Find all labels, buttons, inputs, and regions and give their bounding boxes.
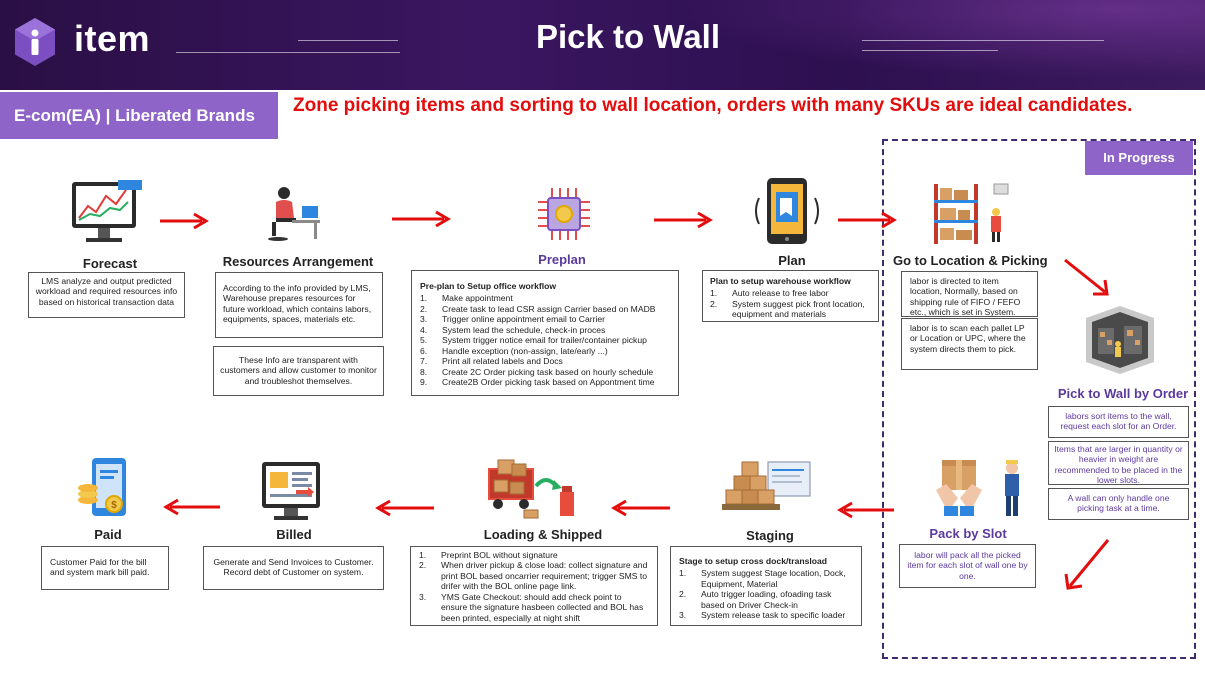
list-item: 1.Make appointment — [420, 293, 513, 304]
header-divider — [298, 40, 398, 41]
flow-arrow — [163, 498, 220, 516]
list-item: 9.Create2B Order picking task based on A… — [420, 377, 655, 388]
staging-box-title: Stage to setup cross dock/transload — [679, 556, 828, 566]
preplan-box-title: Pre-plan to Setup office workflow — [420, 281, 557, 291]
pick-to-wall-sort-note: labors sort items to the wall, request e… — [1048, 406, 1189, 438]
packing-worker-icon — [936, 460, 1019, 516]
flow-arrow — [654, 211, 713, 229]
loading-steps-box: 1.Preprint BOL without signature 2. When… — [410, 546, 658, 626]
step-label-go-to-location: Go to Location & Picking — [893, 253, 1048, 268]
item-logo-icon — [15, 18, 55, 66]
plan-steps-list: 1.Auto release to free labor 2.System su… — [710, 288, 871, 319]
resources-description: According to the info provided by LMS, W… — [215, 272, 383, 338]
flow-arrow — [611, 499, 670, 517]
boxes-icon — [722, 461, 811, 510]
computer-chart-icon — [72, 180, 142, 242]
paid-description: Customer Paid for the bill and system ma… — [41, 546, 169, 590]
list-item: 2.System suggest pick front location, eq… — [710, 298, 865, 320]
location-scan-note: labor is to scan each pallet LP or Locat… — [901, 318, 1038, 370]
staging-workflow-box: Stage to setup cross dock/transload 1.Sy… — [670, 546, 862, 626]
list-item: 2. When driver pickup & close load: coll… — [419, 560, 648, 592]
pick-to-wall-slot-note: Items that are larger in quantity or hea… — [1048, 441, 1189, 485]
resources-transparency-note: These Info are transparent with customer… — [213, 346, 384, 396]
in-progress-region — [882, 139, 1196, 659]
location-direction-note: labor is directed to item location, Norm… — [901, 271, 1038, 317]
list-item: 5.System trigger notice email for traile… — [420, 335, 647, 346]
list-item: 3.Trigger online appointment email to Ca… — [420, 314, 606, 325]
brand-tag: E-com(EA) | Liberated Brands — [0, 92, 278, 139]
step-label-paid: Paid — [94, 527, 122, 542]
header-divider — [862, 50, 998, 51]
step-label-billed: Billed — [276, 527, 312, 542]
warehouse-shelves-icon — [934, 183, 1009, 244]
step-label-resources: Resources Arrangement — [222, 254, 374, 269]
logo-text: item — [74, 18, 151, 59]
staging-steps-list: 1.System suggest Stage location, Dock, E… — [679, 568, 853, 620]
list-item: 7.Print all related labels and Docs — [420, 356, 563, 367]
page-title: Pick to Wall — [536, 18, 720, 55]
flow-arrow — [392, 210, 451, 228]
list-item: 2.Create task to lead CSR assign Carrier… — [420, 303, 656, 314]
list-item: 1.Auto release to free labor — [710, 288, 829, 299]
phone-payment-icon: $ — [78, 458, 126, 516]
chip-icon — [538, 188, 590, 240]
billed-description: Generate and Send Invoices to Customer. … — [203, 546, 384, 590]
step-label-loading: Loading & Shipped — [483, 527, 603, 542]
truck-loading-icon — [488, 459, 574, 519]
pack-by-slot-note: labor will pack all the picked item for … — [899, 544, 1036, 588]
header-divider — [862, 40, 1104, 41]
step-label-plan: Plan — [778, 253, 806, 268]
list-item: 4.System lead the schedule, check-in pro… — [420, 324, 606, 335]
header-divider — [176, 52, 400, 53]
plan-workflow-box: Plan to setup warehouse workflow 1.Auto … — [702, 270, 879, 322]
header-banner: item Pick to Wall — [0, 0, 1205, 90]
list-item: 3.System release task to specific loader — [679, 610, 846, 621]
flow-arrow — [375, 499, 434, 517]
storage-room-icon — [1086, 306, 1154, 374]
step-label-preplan: Preplan — [538, 252, 586, 267]
flow-arrow — [160, 212, 209, 230]
status-badge: In Progress — [1085, 141, 1193, 175]
step-label-pick-to-wall: Pick to Wall by Order — [1057, 386, 1189, 401]
list-item: 1.Preprint BOL without signature — [419, 550, 558, 560]
preplan-workflow-box: Pre-plan to Setup office workflow 1.Make… — [411, 270, 679, 396]
flow-arrow — [1064, 539, 1110, 590]
svg-text:$: $ — [111, 500, 117, 511]
preplan-steps-list: 1.Make appointment 2.Create task to lead… — [420, 293, 670, 387]
list-item: 6.Handle exception (non-assign, late/ear… — [420, 345, 608, 356]
person-at-desk-icon — [268, 187, 320, 241]
list-item: 3.YMS Gate Checkout: should add check po… — [419, 591, 644, 623]
step-label-forecast: Forecast — [82, 256, 138, 271]
loading-steps-list: 1.Preprint BOL without signature 2. When… — [419, 550, 649, 623]
flow-arrow — [1064, 258, 1109, 296]
flow-arrow — [838, 211, 897, 229]
header-glow — [605, 0, 1205, 90]
page-subtitle: Zone picking items and sorting to wall l… — [293, 95, 1133, 116]
invoice-icon — [262, 462, 320, 520]
flow-arrow — [837, 501, 894, 519]
forecast-description: LMS analyze and output predicted workloa… — [28, 272, 185, 318]
list-item: 1.System suggest Stage location, Dock, E… — [679, 568, 846, 589]
list-item: 2.Auto trigger loading, ofoading task ba… — [679, 589, 832, 610]
mobile-app-icon — [755, 178, 819, 244]
step-label-pack-by-slot: Pack by Slot — [929, 526, 1007, 541]
pick-to-wall-limit-note: A wall can only handle one picking task … — [1048, 488, 1189, 520]
list-item: 8.Create 2C Order picking task based on … — [420, 366, 654, 377]
plan-box-title: Plan to setup warehouse workflow — [710, 276, 851, 286]
step-label-staging: Staging — [746, 528, 794, 543]
